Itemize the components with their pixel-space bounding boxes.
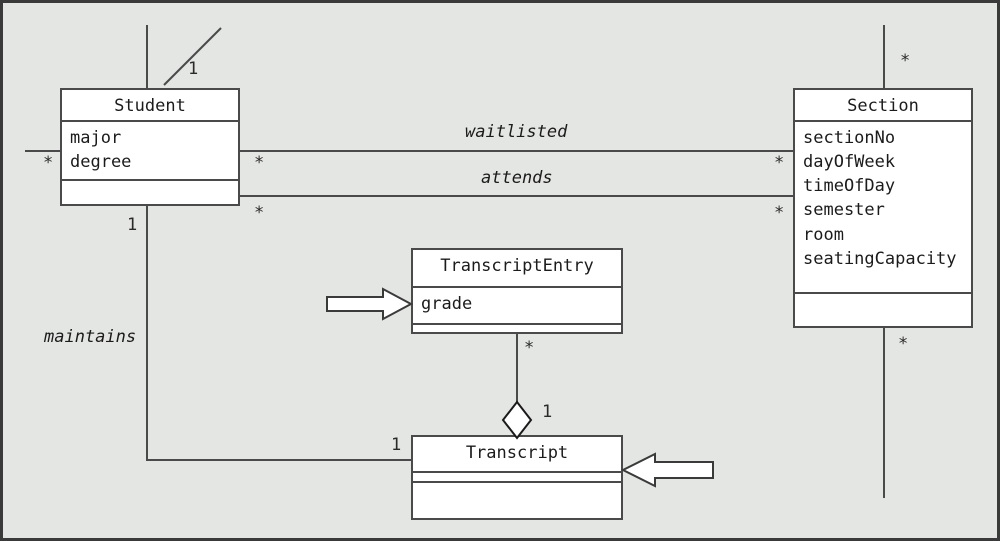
aggregation-from-multiplicity: * (524, 338, 535, 358)
class-box-section[interactable]: Section sectionNo dayOfWeek timeOfDay se… (793, 88, 973, 328)
maintains-vertical-line (146, 206, 148, 461)
class-operations-student (62, 181, 238, 206)
class-box-student[interactable]: Student major degree (60, 88, 240, 206)
waitlisted-from-multiplicity: * (254, 153, 265, 173)
section-bottom-stub-line (883, 328, 885, 498)
waitlisted-to-multiplicity: * (774, 153, 785, 173)
class-operations-transcript (413, 483, 621, 522)
class-operations-transcriptentry (413, 325, 621, 336)
attribute-dayOfWeek: dayOfWeek (803, 152, 896, 173)
class-operations-section (795, 294, 971, 330)
class-name-student: Student (62, 90, 238, 122)
attribute-semester: semester (803, 200, 885, 221)
section-top-stub-line (883, 25, 885, 88)
section-top-multiplicity: * (900, 51, 911, 71)
maintains-to-multiplicity: 1 (391, 435, 402, 455)
aggregation-line (516, 334, 518, 407)
attribute-major: major (70, 128, 122, 148)
student-left-multiplicity: * (43, 153, 54, 173)
student-top-stub-line (146, 25, 148, 88)
attribute-sectionNo: sectionNo (803, 128, 896, 148)
attribute-grade: grade (421, 294, 473, 314)
attribute-degree: degree (70, 152, 132, 173)
attribute-timeOfDay: timeOfDay (803, 176, 896, 197)
class-name-transcript: Transcript (413, 437, 621, 473)
class-attributes-student: major degree (62, 122, 238, 181)
attends-label: attends (481, 168, 553, 188)
maintains-horizontal-line (146, 459, 413, 461)
student-top-multiplicity: 1 (188, 59, 199, 79)
maintains-from-multiplicity: 1 (127, 215, 138, 235)
class-box-transcript[interactable]: Transcript (411, 435, 623, 520)
waitlisted-association-line (238, 150, 793, 152)
attends-association-line (238, 195, 793, 197)
class-attributes-transcript (413, 473, 621, 483)
attribute-seatingCapacity: seatingCapacity (803, 248, 957, 269)
section-bottom-multiplicity: * (898, 334, 909, 354)
aggregation-to-multiplicity: 1 (542, 402, 553, 422)
class-attributes-section: sectionNo dayOfWeek timeOfDay semester r… (795, 122, 971, 294)
class-attributes-transcriptentry: grade (413, 288, 621, 325)
class-name-transcriptentry: TranscriptEntry (413, 250, 621, 288)
attends-from-multiplicity: * (254, 203, 265, 223)
maintains-label: maintains (44, 327, 137, 347)
attribute-room: room (803, 224, 844, 245)
arrow-transcriptentry-icon (326, 287, 414, 321)
aggregation-diamond (501, 400, 533, 440)
class-box-transcriptentry[interactable]: TranscriptEntry grade (411, 248, 623, 334)
waitlisted-label: waitlisted (465, 122, 568, 142)
arrow-transcript-icon (620, 452, 714, 488)
class-name-section: Section (795, 90, 971, 122)
attends-to-multiplicity: * (774, 203, 785, 223)
student-left-stub-line (25, 150, 62, 152)
